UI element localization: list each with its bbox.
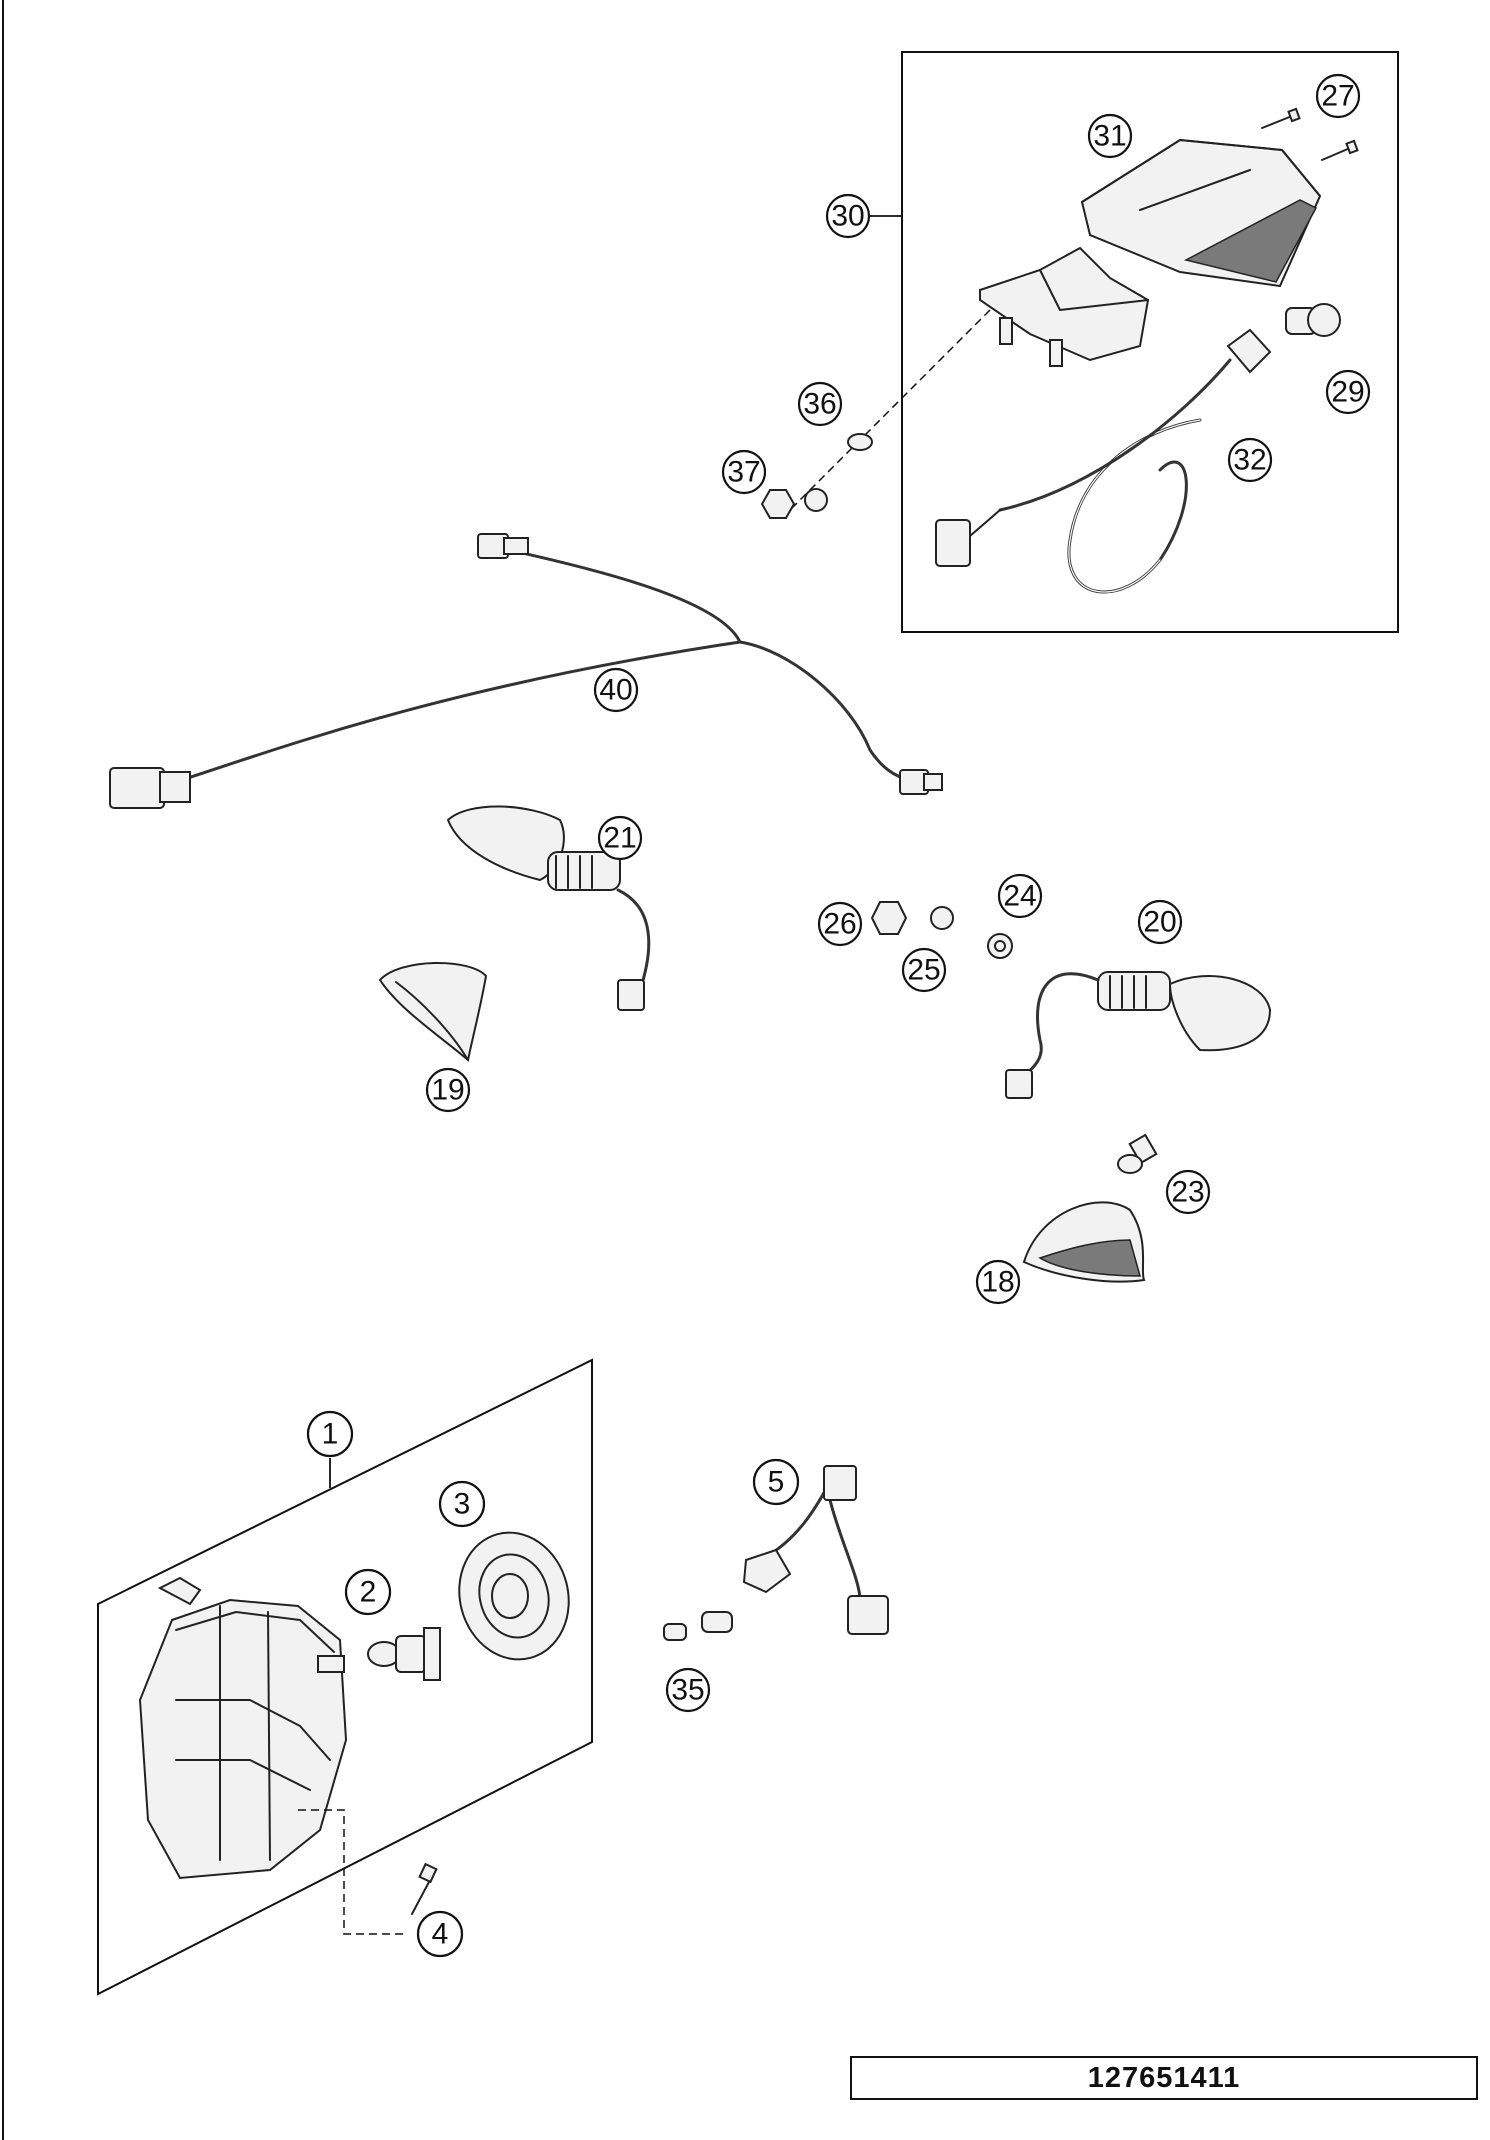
tail-light-cable-part	[935, 328, 1272, 594]
callout-18-text: 18	[981, 1266, 1014, 1299]
callout-19: 19	[425, 1067, 471, 1113]
turn-signal-left-part	[446, 805, 651, 1011]
headlight-group-frame	[97, 1358, 593, 1996]
page-left-border	[2, 0, 4, 2140]
callout-21-text: 21	[603, 822, 636, 855]
bulb-29-part	[1285, 303, 1341, 337]
callout-32-text: 32	[1233, 444, 1266, 477]
callout-40-text: 40	[599, 674, 632, 707]
dust-cap-part	[458, 1531, 570, 1661]
callout-35-text: 35	[671, 1674, 704, 1707]
callout-26: 26	[817, 901, 863, 947]
callout-27-text: 27	[1321, 80, 1354, 113]
washer-nut-parts	[760, 309, 991, 519]
callout-5-text: 5	[768, 1466, 785, 1499]
callout-24: 24	[997, 873, 1043, 919]
callout-27: 27	[1315, 73, 1361, 119]
callout-26-text: 26	[823, 908, 856, 941]
callout-1: 1	[306, 1410, 354, 1458]
callout-2-text: 2	[360, 1576, 377, 1609]
callout-5: 5	[752, 1458, 800, 1506]
callout-36: 36	[797, 381, 843, 427]
callout-20: 20	[1137, 899, 1183, 945]
callout-30-text: 30	[831, 200, 864, 233]
callout-23-text: 23	[1171, 1176, 1204, 1209]
tail-light-group-frame	[901, 51, 1399, 633]
callout-4-text: 4	[432, 1918, 449, 1951]
callout-31-text: 31	[1093, 120, 1126, 153]
callout-29-text: 29	[1331, 376, 1364, 409]
callout-24-text: 24	[1003, 880, 1036, 913]
screw-parts	[1261, 107, 1359, 161]
headlight-bulb-part	[367, 1627, 441, 1681]
callout-23: 23	[1165, 1169, 1211, 1215]
callout-21: 21	[597, 815, 643, 861]
small-hardware-parts	[870, 901, 1013, 959]
callout-37-text: 37	[727, 456, 760, 489]
lens-cover-18-part	[1022, 1201, 1146, 1283]
turn-signal-right-part	[1005, 971, 1272, 1099]
tail-light-lens-part	[1080, 138, 1322, 288]
callout-25-text: 25	[907, 954, 940, 987]
callout-37: 37	[721, 449, 767, 495]
callout-18: 18	[975, 1259, 1021, 1305]
callout-32: 32	[1227, 437, 1273, 483]
headlight-housing-part	[138, 1576, 348, 1880]
lens-cover-19-part	[378, 962, 488, 1062]
callout-40: 40	[593, 667, 639, 713]
wiring-harness-part	[109, 533, 943, 809]
callout-30: 30	[825, 193, 871, 239]
callout-29: 29	[1325, 369, 1371, 415]
callout-35: 35	[665, 1667, 711, 1713]
callout-20-text: 20	[1143, 906, 1176, 939]
tail-light-housing-part	[979, 246, 1150, 367]
reference-number: 127651411	[1087, 2061, 1241, 2094]
callout-36-text: 36	[803, 388, 836, 421]
parking-light-cable-part	[663, 1465, 889, 1641]
screw-4-part	[298, 1809, 438, 1935]
reference-number-box: 127651411	[850, 2056, 1478, 2100]
callout-2: 2	[344, 1568, 392, 1616]
callout-4: 4	[416, 1910, 464, 1958]
callout-1-text: 1	[322, 1418, 339, 1451]
callout-19-text: 19	[431, 1074, 464, 1107]
callout-31: 31	[1087, 113, 1133, 159]
callout-25: 25	[901, 947, 947, 993]
callout-3: 3	[438, 1480, 486, 1528]
screw-23-part	[1117, 1133, 1158, 1174]
callout-3-text: 3	[454, 1488, 471, 1521]
